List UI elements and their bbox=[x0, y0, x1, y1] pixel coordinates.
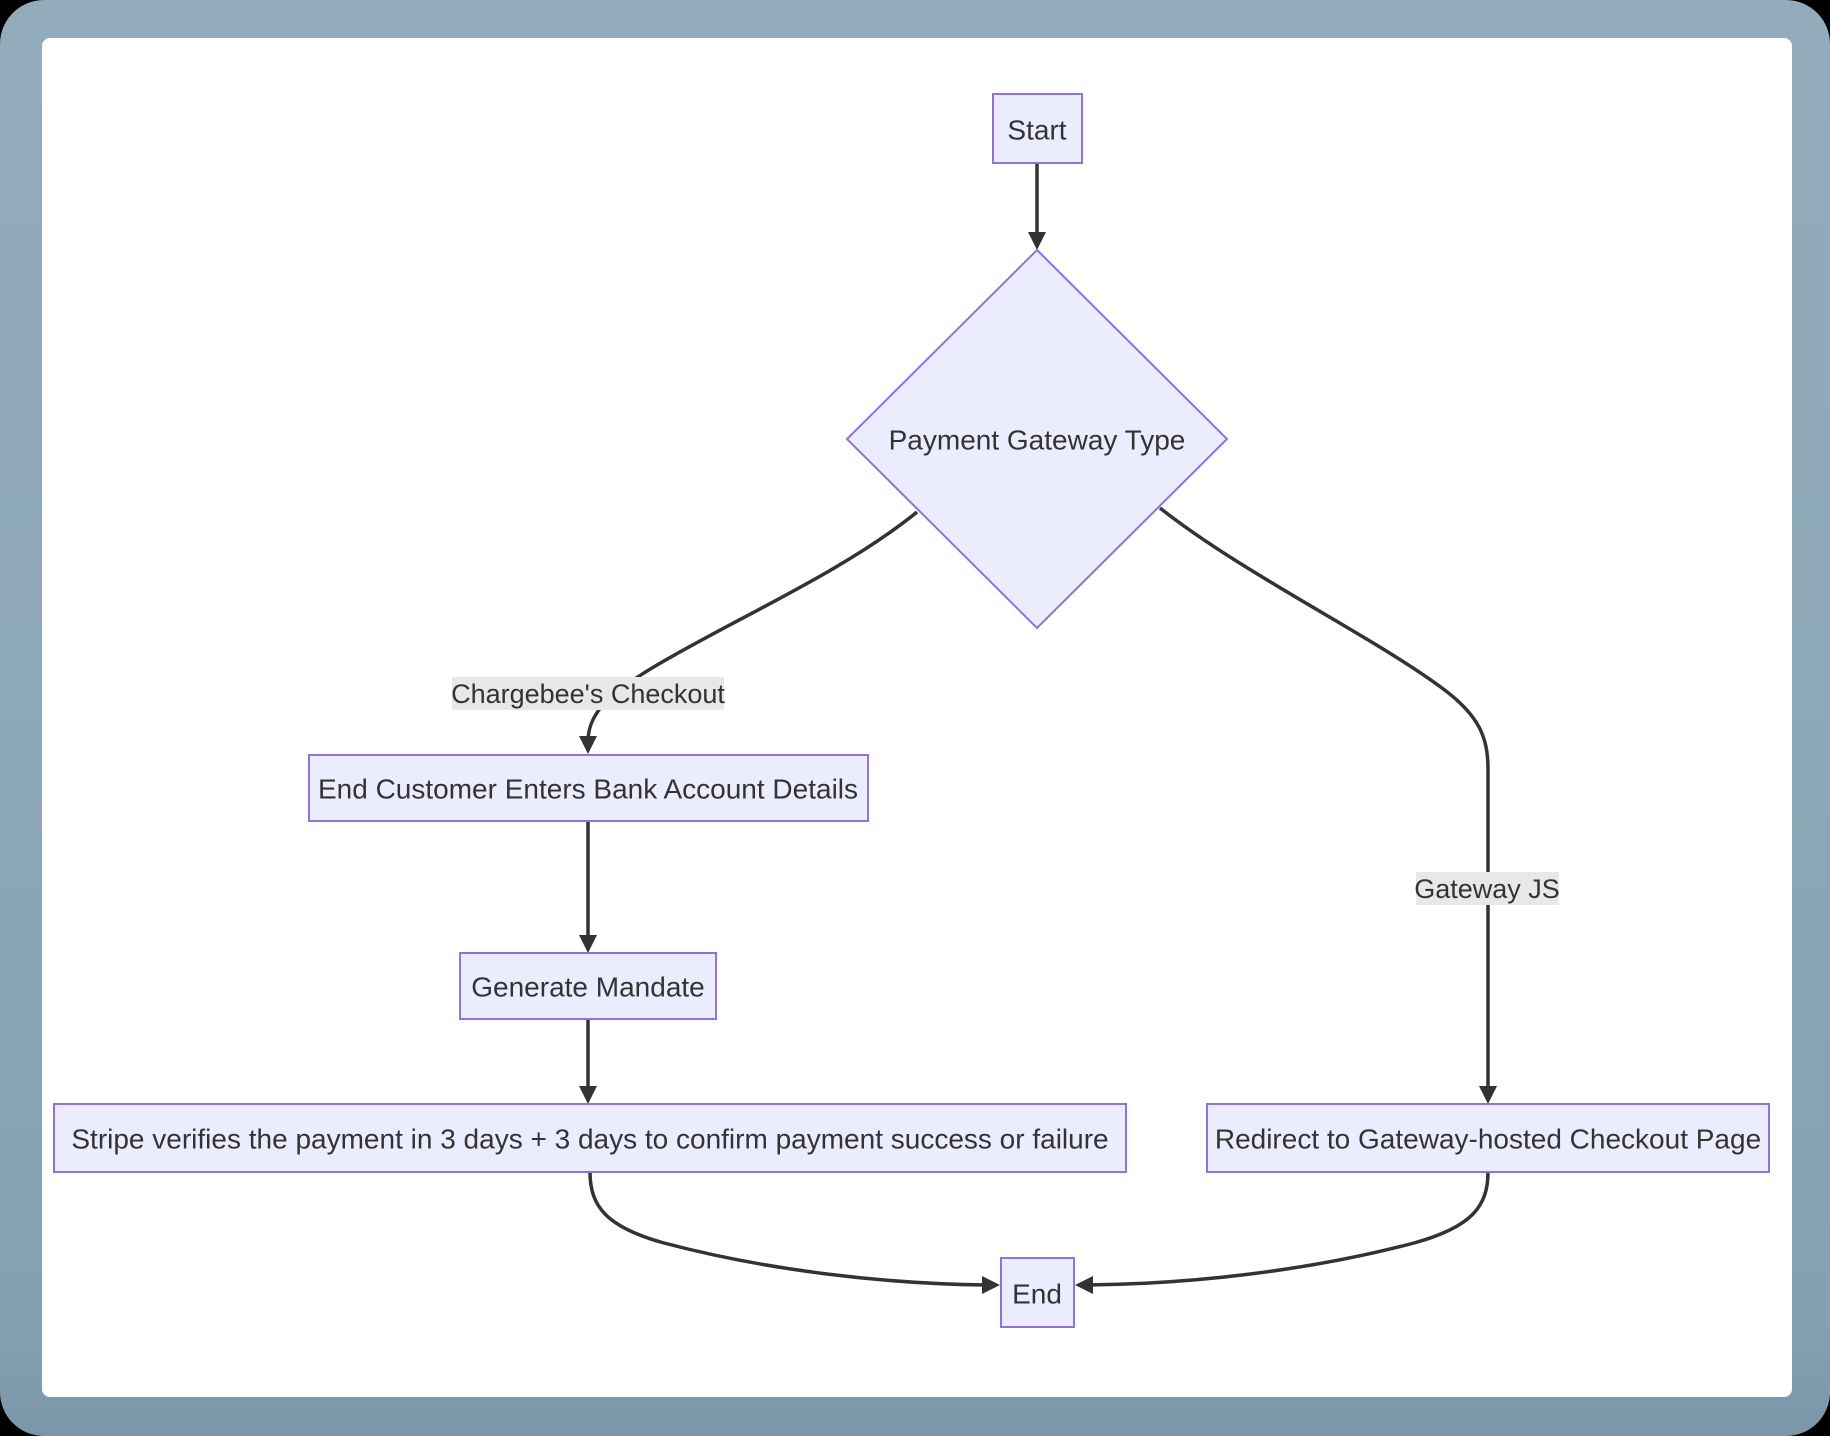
flowchart-svg: Chargebee's Checkout Gateway JS Start Pa… bbox=[53, 93, 1770, 1328]
edge-label-gateway-js: Gateway JS bbox=[1414, 872, 1560, 905]
arrowhead-stripe-verifies bbox=[579, 1086, 597, 1104]
arrowhead-end-right bbox=[1075, 1276, 1093, 1294]
node-enter-bank-details-shape bbox=[308, 754, 869, 822]
arrowhead-end-left bbox=[982, 1276, 1000, 1294]
arrowhead-enter-bank bbox=[579, 736, 597, 754]
edge-label-gateway-js-text: Gateway JS bbox=[1414, 874, 1560, 904]
diagram-canvas: Chargebee's Checkout Gateway JS Start Pa… bbox=[42, 38, 1792, 1397]
node-generate-mandate-label: Generate Mandate bbox=[471, 972, 705, 1003]
arrowhead-gateway-type bbox=[1028, 232, 1046, 250]
node-generate-mandate: Generate Mandate bbox=[459, 952, 717, 1020]
edge-stripe-verifies-to-end bbox=[588, 1171, 989, 1287]
node-stripe-verifies: Stripe verifies the payment in 3 days + … bbox=[53, 1103, 1127, 1173]
node-enter-bank-details-label: End Customer Enters Bank Account Details bbox=[318, 774, 858, 805]
node-redirect-checkout-shape bbox=[1206, 1103, 1770, 1173]
edge-label-chargebee-checkout: Chargebee's Checkout bbox=[451, 677, 725, 710]
node-end-label: End bbox=[1012, 1279, 1062, 1310]
edge-label-chargebee-bg bbox=[452, 677, 724, 710]
arrowhead-generate-mandate bbox=[579, 935, 597, 953]
node-redirect-checkout: Redirect to Gateway-hosted Checkout Page bbox=[1206, 1103, 1770, 1173]
node-stripe-verifies-shape bbox=[53, 1103, 1127, 1173]
edge-redirect-to-end bbox=[1086, 1171, 1490, 1287]
node-start-shape bbox=[992, 93, 1083, 164]
node-generate-mandate-shape bbox=[459, 952, 717, 1020]
edge-label-chargebee-text: Chargebee's Checkout bbox=[451, 679, 725, 709]
node-stripe-verifies-label: Stripe verifies the payment in 3 days + … bbox=[71, 1124, 1108, 1155]
node-end: End bbox=[1000, 1257, 1075, 1328]
node-start: Start bbox=[992, 93, 1083, 164]
edge-gateway-type-to-redirect bbox=[1158, 506, 1490, 1094]
node-end-shape bbox=[1000, 1257, 1075, 1328]
node-redirect-checkout-label: Redirect to Gateway-hosted Checkout Page bbox=[1215, 1124, 1761, 1155]
edge-label-gateway-js-bg bbox=[1416, 872, 1559, 905]
arrowhead-redirect bbox=[1479, 1086, 1497, 1104]
node-payment-gateway-type: Payment Gateway Type bbox=[845, 248, 1229, 630]
node-payment-gateway-type-shape bbox=[845, 248, 1229, 630]
node-start-label: Start bbox=[1007, 115, 1066, 146]
node-enter-bank-details: End Customer Enters Bank Account Details bbox=[308, 754, 869, 822]
edge-gateway-type-to-enter-bank bbox=[586, 510, 919, 743]
node-payment-gateway-type-label: Payment Gateway Type bbox=[889, 425, 1186, 456]
